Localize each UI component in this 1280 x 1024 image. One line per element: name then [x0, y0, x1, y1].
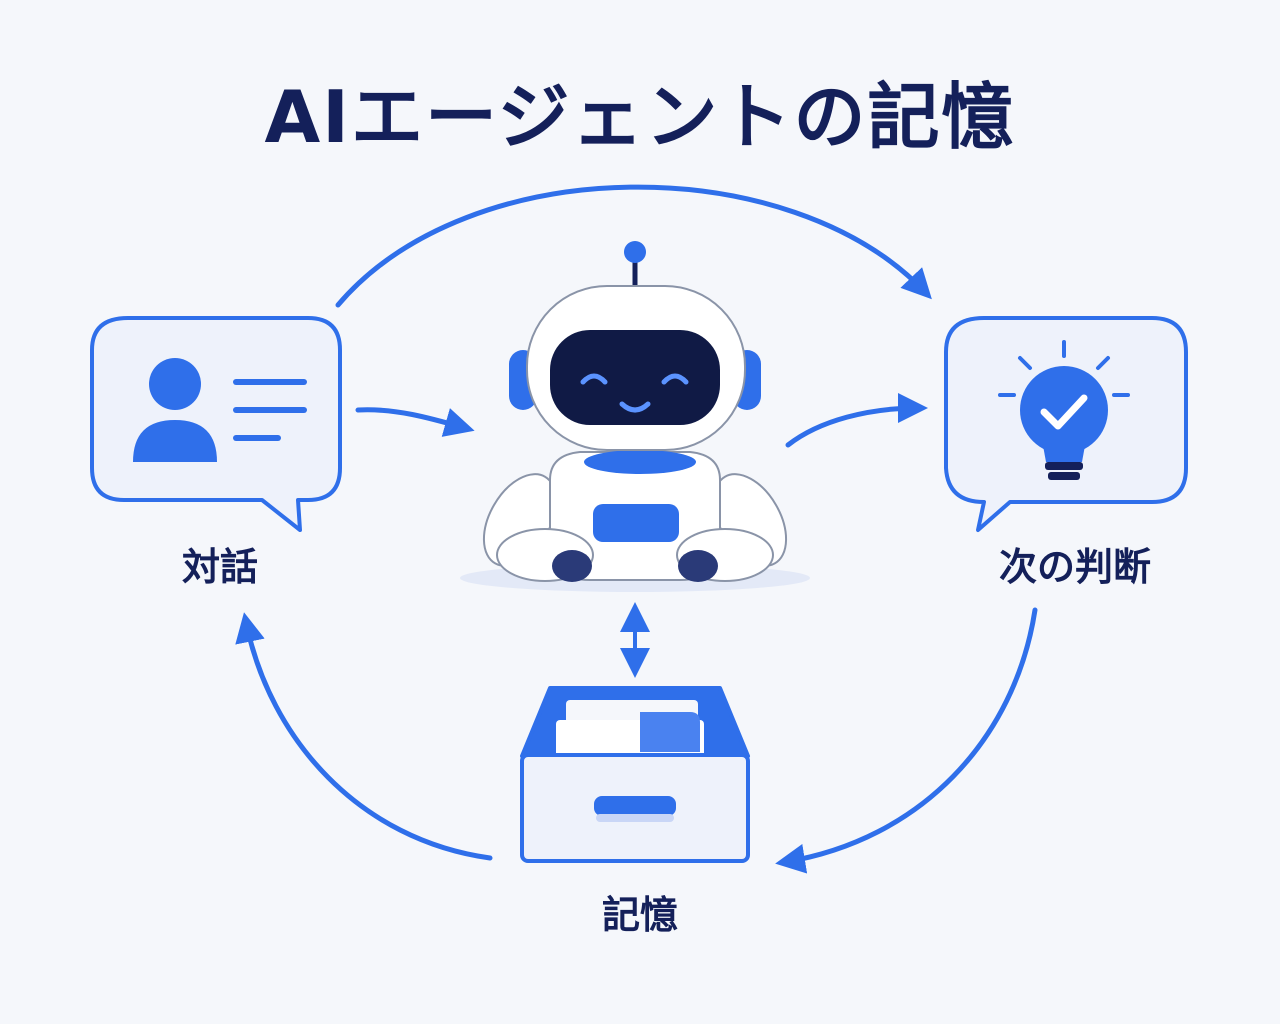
file-drawer-icon	[520, 686, 750, 863]
next-decision-label: 次の判断	[998, 545, 1151, 589]
arrow-top-arc	[335, 184, 932, 308]
lightbulb-check-icon	[944, 316, 1188, 532]
person-speech-bubble-icon	[90, 316, 342, 532]
memory-label: 記憶	[601, 893, 678, 937]
arrow-dialog-to-agent	[355, 407, 475, 437]
arrow-left-arc	[235, 612, 493, 861]
robot-icon	[460, 241, 810, 592]
arrow-right-arc	[775, 607, 1038, 874]
diagram-title: AIエージェントの記憶	[264, 75, 1016, 159]
arrow-agent-to-decision	[785, 393, 928, 448]
dialog-label: 対話	[181, 545, 258, 589]
